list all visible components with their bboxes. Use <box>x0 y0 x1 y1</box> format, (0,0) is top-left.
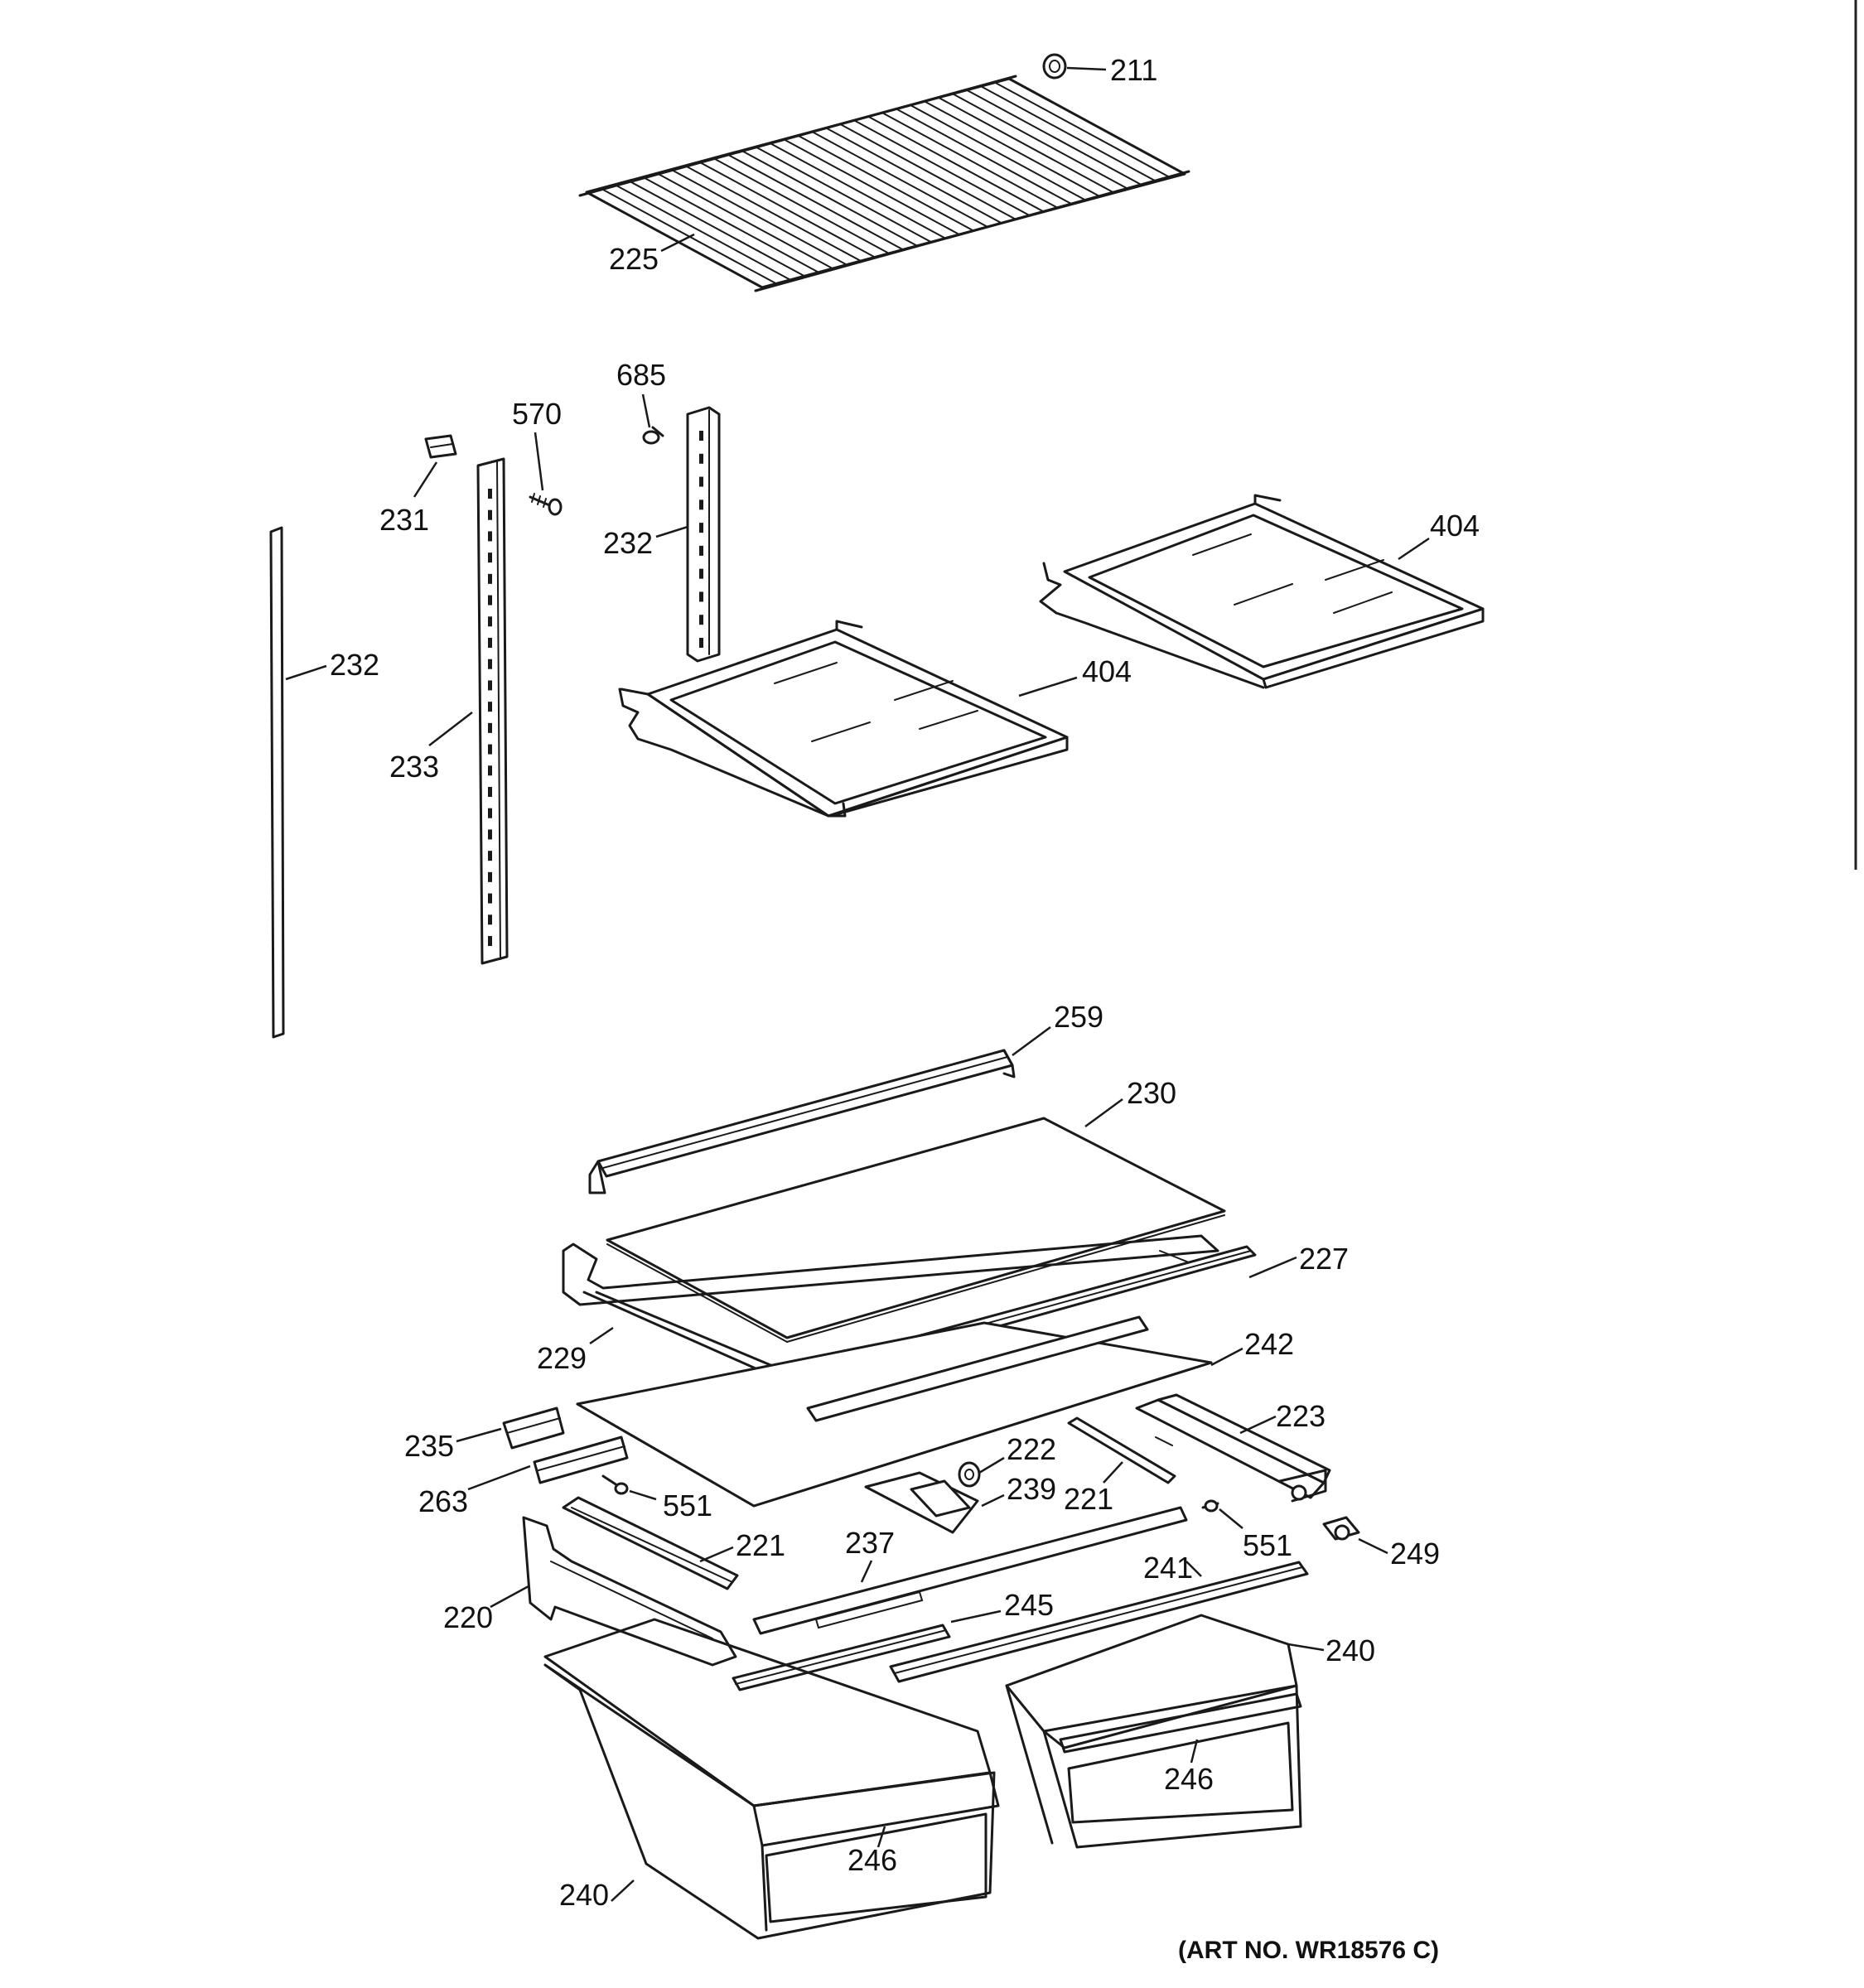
callout-551-right: 551 <box>1219 1508 1292 1562</box>
svg-text:551: 551 <box>1243 1528 1292 1562</box>
callout-221-left: 221 <box>699 1528 785 1563</box>
part-404-center-glass-shelf <box>618 620 1069 818</box>
part-230-glass-panel <box>606 1117 1226 1343</box>
callout-249: 249 <box>1358 1537 1440 1571</box>
svg-text:241: 241 <box>1143 1551 1193 1585</box>
part-222-roller <box>958 1461 981 1488</box>
callout-231: 231 <box>379 461 438 537</box>
callout-232-left: 232 <box>285 648 379 682</box>
part-221-left-slide <box>562 1496 739 1590</box>
svg-text:229: 229 <box>537 1341 587 1375</box>
callout-211: 211 <box>1066 53 1157 87</box>
svg-text:221: 221 <box>736 1528 785 1562</box>
svg-text:211: 211 <box>1110 53 1157 87</box>
svg-text:232: 232 <box>603 526 653 560</box>
svg-text:404: 404 <box>1082 654 1132 688</box>
callout-259: 259 <box>1012 1000 1103 1057</box>
svg-text:231: 231 <box>379 503 429 537</box>
svg-text:239: 239 <box>1007 1472 1056 1506</box>
svg-text:685: 685 <box>616 358 666 392</box>
callout-263: 263 <box>418 1464 531 1518</box>
svg-text:235: 235 <box>404 1429 454 1463</box>
svg-text:220: 220 <box>443 1600 493 1634</box>
part-249-roller <box>1322 1516 1360 1541</box>
part-235-bracket <box>502 1407 565 1450</box>
svg-text:237: 237 <box>845 1526 895 1560</box>
part-404-right-glass-shelf <box>1039 494 1485 689</box>
svg-text:232: 232 <box>330 648 379 682</box>
svg-text:221: 221 <box>1064 1482 1113 1516</box>
callout-570: 570 <box>512 397 562 491</box>
callout-233: 233 <box>389 712 473 784</box>
svg-text:227: 227 <box>1299 1242 1349 1276</box>
svg-text:223: 223 <box>1276 1399 1326 1433</box>
callout-229: 229 <box>537 1326 614 1375</box>
part-225-wire-shelf <box>578 75 1190 292</box>
art-number-label: (ART NO. WR18576 C) <box>1178 1937 1439 1964</box>
part-241-trim <box>889 1561 1309 1683</box>
callout-246-left: 246 <box>847 1826 897 1877</box>
part-551-screw-right <box>1201 1499 1219 1513</box>
svg-text:242: 242 <box>1244 1327 1294 1361</box>
svg-text:230: 230 <box>1127 1076 1176 1110</box>
svg-text:245: 245 <box>1004 1588 1054 1622</box>
callout-235: 235 <box>404 1427 502 1463</box>
part-240-left-drawer <box>543 1618 1000 1940</box>
callout-222: 222 <box>978 1432 1056 1474</box>
svg-text:246: 246 <box>847 1843 897 1877</box>
callout-404-right: 404 <box>1398 509 1480 561</box>
part-232-middle-rail <box>686 406 721 663</box>
svg-text:240: 240 <box>1326 1633 1375 1667</box>
svg-text:551: 551 <box>663 1489 712 1522</box>
part-242-lower-glass <box>576 1315 1213 1508</box>
callout-237: 237 <box>845 1526 895 1583</box>
callout-225: 225 <box>609 233 695 276</box>
callout-246-right: 246 <box>1164 1739 1214 1796</box>
part-232-left-rail <box>269 526 285 1039</box>
callout-241: 241 <box>1143 1551 1202 1585</box>
svg-text:225: 225 <box>609 242 659 276</box>
svg-text:259: 259 <box>1054 1000 1103 1034</box>
svg-text:570: 570 <box>512 397 562 431</box>
part-233-slotted-rail <box>476 457 509 965</box>
callout-242: 242 <box>1210 1327 1294 1367</box>
part-263-bracket <box>533 1436 629 1484</box>
svg-text:233: 233 <box>389 750 439 784</box>
part-221-right-slide <box>1067 1416 1176 1484</box>
callout-239: 239 <box>981 1472 1056 1508</box>
svg-text:246: 246 <box>1164 1762 1214 1796</box>
part-245-trim <box>732 1624 951 1691</box>
svg-text:404: 404 <box>1430 509 1480 543</box>
svg-text:263: 263 <box>418 1484 468 1518</box>
callout-221-right: 221 <box>1064 1461 1123 1516</box>
callout-227: 227 <box>1248 1242 1349 1279</box>
part-229-frame <box>562 1234 1219 1377</box>
part-231-clip <box>424 434 457 459</box>
callout-230: 230 <box>1084 1076 1176 1128</box>
part-259-front-trim <box>588 1049 1016 1194</box>
part-211-bumper <box>1042 53 1067 80</box>
callout-240-right: 240 <box>1287 1633 1375 1667</box>
callout-232-middle: 232 <box>603 525 688 560</box>
callout-551-left: 551 <box>629 1489 712 1522</box>
part-685-screw <box>642 426 664 445</box>
svg-text:240: 240 <box>559 1878 609 1912</box>
callout-685: 685 <box>616 358 666 428</box>
svg-text:249: 249 <box>1390 1537 1440 1571</box>
part-551-screw-left <box>601 1474 629 1495</box>
callout-245: 245 <box>950 1588 1054 1624</box>
callout-220: 220 <box>443 1585 529 1634</box>
callout-223: 223 <box>1239 1399 1326 1435</box>
callout-404-center: 404 <box>1018 654 1132 697</box>
part-237-divider <box>752 1506 1188 1635</box>
part-240-right-drawer <box>1005 1614 1302 1849</box>
callout-240-left: 240 <box>559 1878 635 1912</box>
svg-text:222: 222 <box>1007 1432 1056 1466</box>
part-223-slide-rail <box>1135 1393 1331 1503</box>
part-239-bracket <box>864 1471 979 1534</box>
part-570-screw <box>529 493 563 516</box>
